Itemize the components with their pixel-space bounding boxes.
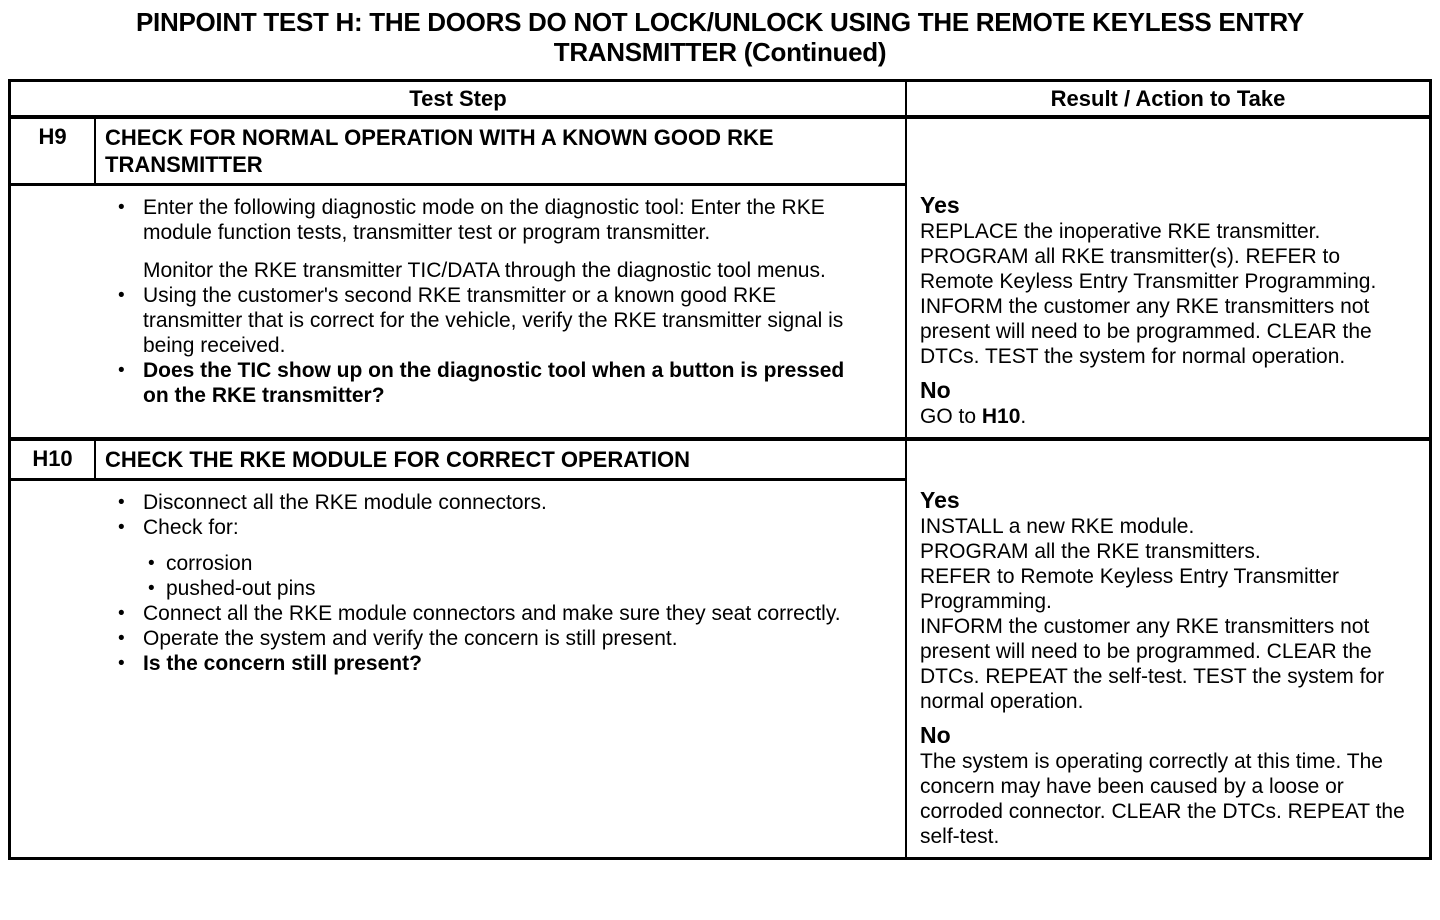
step-instructions: • Enter the following diagnostic mode on … (11, 186, 905, 437)
result-step-ref: H10 (981, 405, 1021, 428)
bullet-item: • Check for: (118, 515, 869, 540)
document-page: PINPOINT TEST H: THE DOORS DO NOT LOCK/U… (0, 0, 1440, 860)
bullet-icon: • (118, 653, 125, 674)
bullet-item: • Does the TIC show up on the diagnostic … (118, 358, 869, 408)
result-action-text: The system is operating correctly at thi… (920, 750, 1405, 848)
bullet-icon: • (118, 517, 125, 538)
result-action-text: INFORM the customer any RKE transmitters… (920, 295, 1372, 368)
instruction-text: Connect all the RKE module connectors an… (143, 602, 841, 625)
instruction-paragraph: Monitor the RKE transmitter TIC/DATA thr… (143, 258, 869, 283)
instruction-text: pushed-out pins (166, 577, 316, 600)
bullet-icon: • (118, 197, 125, 218)
page-title-line: TRANSMITTER (Continued) (553, 37, 887, 67)
result-answer-label: Yes (920, 487, 960, 513)
step-title: CHECK FOR NORMAL OPERATION WITH A KNOWN … (96, 119, 905, 186)
step-id: H9 (11, 119, 96, 186)
result-text-segment: . (1020, 405, 1027, 428)
sub-bullet-item: • pushed-out pins (148, 576, 869, 601)
test-step-section: H9 CHECK FOR NORMAL OPERATION WITH A KNO… (11, 119, 1429, 437)
page-title: PINPOINT TEST H: THE DOORS DO NOT LOCK/U… (0, 0, 1440, 67)
step-title: CHECK THE RKE MODULE FOR CORRECT OPERATI… (96, 441, 905, 481)
instruction-text: Monitor the RKE transmitter TIC/DATA thr… (143, 259, 826, 282)
test-step-section: H10 CHECK THE RKE MODULE FOR CORRECT OPE… (11, 437, 1429, 857)
result-action-text: GO to H10. (920, 404, 1419, 429)
bullet-icon: • (118, 360, 125, 381)
result-action-text: REPLACE the inoperative RKE transmitter.… (920, 220, 1377, 293)
column-header-result: Result / Action to Take (905, 82, 1429, 115)
instruction-text: Using the customer's second RKE transmit… (143, 284, 844, 357)
bullet-item: • Connect all the RKE module connectors a… (118, 601, 869, 626)
bullet-icon: • (118, 603, 125, 624)
result-cell-spacer (905, 119, 1429, 186)
bullet-icon: • (148, 553, 155, 574)
instruction-text: Enter the following diagnostic mode on t… (143, 196, 825, 244)
page-title-line: PINPOINT TEST H: THE DOORS DO NOT LOCK/U… (136, 7, 1304, 37)
bullet-icon: • (148, 578, 155, 599)
result-answer-label: No (920, 377, 951, 403)
instruction-text: Check for: (143, 516, 239, 539)
result-action-text: INFORM the customer any RKE transmitters… (920, 615, 1385, 713)
result-text-segment: GO to (920, 405, 982, 428)
pinpoint-test-table: Test Step Result / Action to Take H9 CHE… (8, 79, 1432, 860)
bullet-item: • Is the concern still present? (118, 651, 869, 676)
table-header-row: Test Step Result / Action to Take (11, 82, 1429, 119)
instruction-text: corrosion (166, 552, 253, 575)
bullet-item: • Enter the following diagnostic mode on … (118, 195, 869, 245)
sub-bullet-item: • corrosion (148, 551, 869, 576)
bullet-icon: • (118, 628, 125, 649)
bullet-item: • Operate the system and verify the conce… (118, 626, 869, 651)
bullet-item: • Disconnect all the RKE module connector… (118, 490, 869, 515)
result-cell-spacer (905, 441, 1429, 481)
test-steps-container: H9 CHECK FOR NORMAL OPERATION WITH A KNO… (11, 119, 1429, 857)
step-instructions: • Disconnect all the RKE module connector… (11, 481, 905, 857)
result-answer-label: Yes (920, 192, 960, 218)
instruction-text: Operate the system and verify the concer… (143, 627, 678, 650)
result-answer-label: No (920, 722, 951, 748)
step-id: H10 (11, 441, 96, 481)
result-action-text: INSTALL a new RKE module. (920, 515, 1195, 538)
result-action-text: REFER to Remote Keyless Entry Transmitte… (920, 565, 1339, 613)
bullet-icon: • (118, 285, 125, 306)
instruction-text: Does the TIC show up on the diagnostic t… (143, 359, 845, 407)
bullet-item: • Using the customer's second RKE transmi… (118, 283, 869, 358)
result-action-text: PROGRAM all the RKE transmitters. (920, 540, 1261, 563)
instruction-text: Is the concern still present? (143, 652, 422, 675)
bullet-icon: • (118, 492, 125, 513)
column-header-test-step: Test Step (409, 86, 507, 111)
instruction-text: Disconnect all the RKE module connectors… (143, 491, 547, 514)
